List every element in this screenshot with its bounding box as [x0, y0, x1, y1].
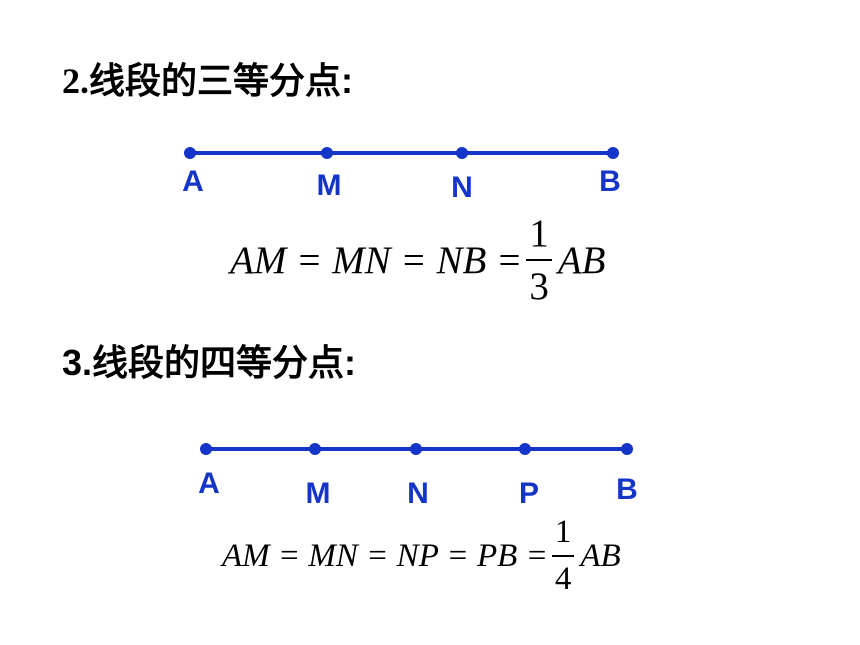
heading-number: 3.: [62, 342, 93, 383]
heading-thirds: 2.线段的三等分点:: [62, 52, 353, 104]
formula-lhs: AM = MN = NB =: [230, 238, 523, 282]
heading-title: 线段的四等分点: [92, 343, 345, 384]
formula-lhs: AM = MN = NP = PB =: [222, 537, 548, 574]
point-label-a: A: [182, 165, 204, 198]
point-label-n: N: [407, 477, 429, 510]
heading-quarters: 3.线段的四等分点:: [62, 334, 356, 386]
point-dot-n: [410, 443, 422, 455]
point-dot-m: [321, 147, 333, 159]
formula-rhs: AB: [580, 537, 621, 574]
point-dot-m: [309, 443, 321, 455]
point-dot-a: [200, 443, 212, 455]
fraction-denominator: 3: [529, 265, 549, 308]
point-dot-b: [607, 147, 619, 159]
point-label-a: A: [198, 467, 220, 500]
segment-quarters-diagram: A M N P B: [198, 443, 638, 510]
point-label-p: P: [519, 477, 539, 510]
formula-thirds: AM = MN = NB = 1 3 AB: [230, 214, 606, 306]
heading-title: 线段的三等分点: [89, 61, 342, 102]
segment-thirds-diagram: A M N B: [182, 147, 621, 204]
point-label-m: M: [306, 477, 331, 510]
point-label-b: B: [599, 165, 621, 198]
fraction-bar: [526, 259, 552, 261]
fraction-numerator: 1: [529, 212, 549, 255]
fraction: 1 4: [551, 514, 575, 597]
point-label-m: M: [317, 169, 342, 202]
fraction-denominator: 4: [554, 561, 572, 597]
point-label-b: B: [616, 473, 638, 506]
point-dot-n: [456, 147, 468, 159]
fraction-numerator: 1: [554, 514, 572, 550]
point-dot-b: [621, 443, 633, 455]
fraction: 1 3: [526, 214, 552, 306]
heading-colon: :: [341, 60, 354, 101]
point-dot-p: [519, 443, 531, 455]
formula-quarters: AM = MN = NP = PB = 1 4 AB: [222, 516, 621, 596]
fraction-bar: [551, 555, 575, 557]
point-dot-a: [184, 147, 196, 159]
heading-colon: :: [344, 342, 357, 383]
formula-rhs: AB: [557, 238, 606, 282]
heading-number: 2.: [62, 61, 89, 101]
point-label-n: N: [451, 171, 473, 204]
